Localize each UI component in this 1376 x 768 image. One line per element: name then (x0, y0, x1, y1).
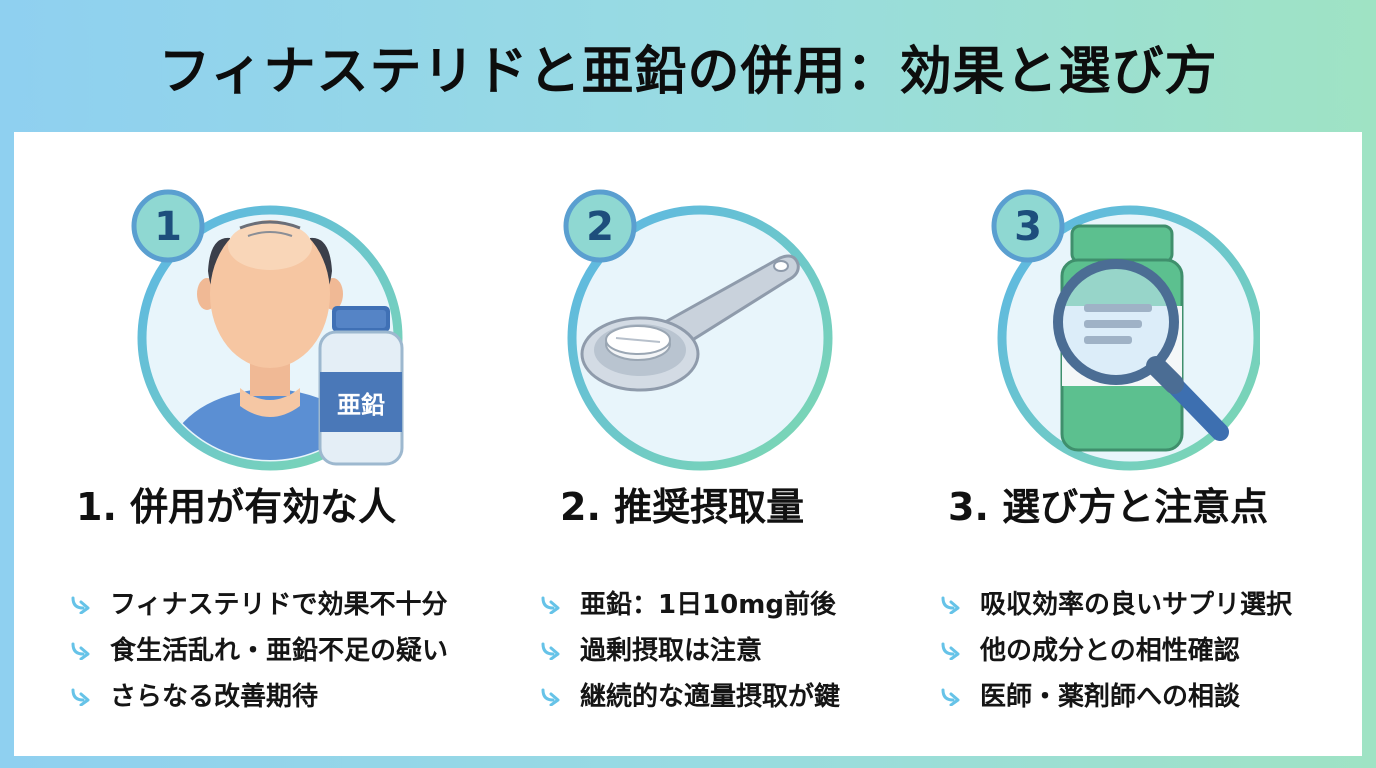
list-item-text: 吸収効率の良いサプリ選択 (980, 590, 1293, 620)
list-item-text: フィナステリドで効果不十分 (110, 590, 448, 620)
person-with-zinc-bottle-icon: 亜鉛 1 (70, 176, 410, 476)
badge-number: 3 (1014, 204, 1042, 250)
badge-number: 1 (154, 204, 182, 250)
curved-arrow-icon (941, 596, 960, 614)
list-item: フィナステリドで効果不十分 (70, 582, 510, 628)
section-heading: 1. 併用が有効な人 (76, 485, 397, 529)
list-item: 継続的な適量摂取が鍵 (540, 674, 980, 720)
list-item-text: 継続的な適量摂取が鍵 (580, 682, 841, 712)
curved-arrow-icon (71, 642, 90, 660)
curved-arrow-icon (541, 596, 560, 614)
list-item: 吸収効率の良いサプリ選択 (940, 582, 1376, 628)
list-item: さらなる改善期待 (70, 674, 510, 720)
list-item-text: 食生活乱れ・亜鉛不足の疑い (110, 636, 449, 666)
curved-arrow-icon (941, 642, 960, 660)
list-item-text: 過剰摂取は注意 (580, 636, 763, 666)
list-item: 食生活乱れ・亜鉛不足の疑い (70, 628, 510, 674)
bottle-label: 亜鉛 (337, 391, 385, 419)
magnifier-over-bottle-icon: 3 (920, 176, 1260, 476)
item-list: 吸収効率の良いサプリ選択 他の成分との相性確認 医師・薬剤師への相談 (940, 582, 1376, 720)
list-item: 亜鉛：1日10mg前後 (540, 582, 980, 628)
curved-arrow-icon (541, 688, 560, 706)
item-list: 亜鉛：1日10mg前後 過剰摂取は注意 継続的な適量摂取が鍵 (540, 582, 980, 720)
list-item-text: さらなる改善期待 (110, 682, 319, 712)
section-2: 2 2. 推奨摂取量 亜鉛：1日10mg前後 過剰摂取は注意 継続的な適量摂取が… (510, 132, 930, 756)
curved-arrow-icon (71, 596, 90, 614)
badge-number: 2 (586, 204, 614, 250)
spoon-with-tablet-icon: 2 (510, 176, 850, 476)
list-item-text: 医師・薬剤師への相談 (980, 682, 1241, 712)
section-1: 亜鉛 1 1. 併用が有効な人 フィナステリドで効果不十分 食生活乱れ・亜鉛不足… (70, 132, 490, 756)
section-heading: 2. 推奨摂取量 (560, 485, 805, 529)
curved-arrow-icon (541, 642, 560, 660)
list-item: 医師・薬剤師への相談 (940, 674, 1376, 720)
section-3: 3 3. 選び方と注意点 吸収効率の良いサプリ選択 他の成分との相性確認 医師・… (920, 132, 1340, 756)
list-item-text: 他の成分との相性確認 (980, 636, 1240, 666)
item-list: フィナステリドで効果不十分 食生活乱れ・亜鉛不足の疑い さらなる改善期待 (70, 582, 510, 720)
list-item-text: 亜鉛：1日10mg前後 (580, 590, 836, 620)
curved-arrow-icon (941, 688, 960, 706)
section-heading: 3. 選び方と注意点 (948, 485, 1269, 529)
page-title: フィナステリドと亜鉛の併用：効果と選び方 (158, 41, 1218, 102)
list-item: 他の成分との相性確認 (940, 628, 1376, 674)
list-item: 過剰摂取は注意 (540, 628, 980, 674)
curved-arrow-icon (71, 688, 90, 706)
content-panel: 亜鉛 1 1. 併用が有効な人 フィナステリドで効果不十分 食生活乱れ・亜鉛不足… (14, 132, 1362, 756)
